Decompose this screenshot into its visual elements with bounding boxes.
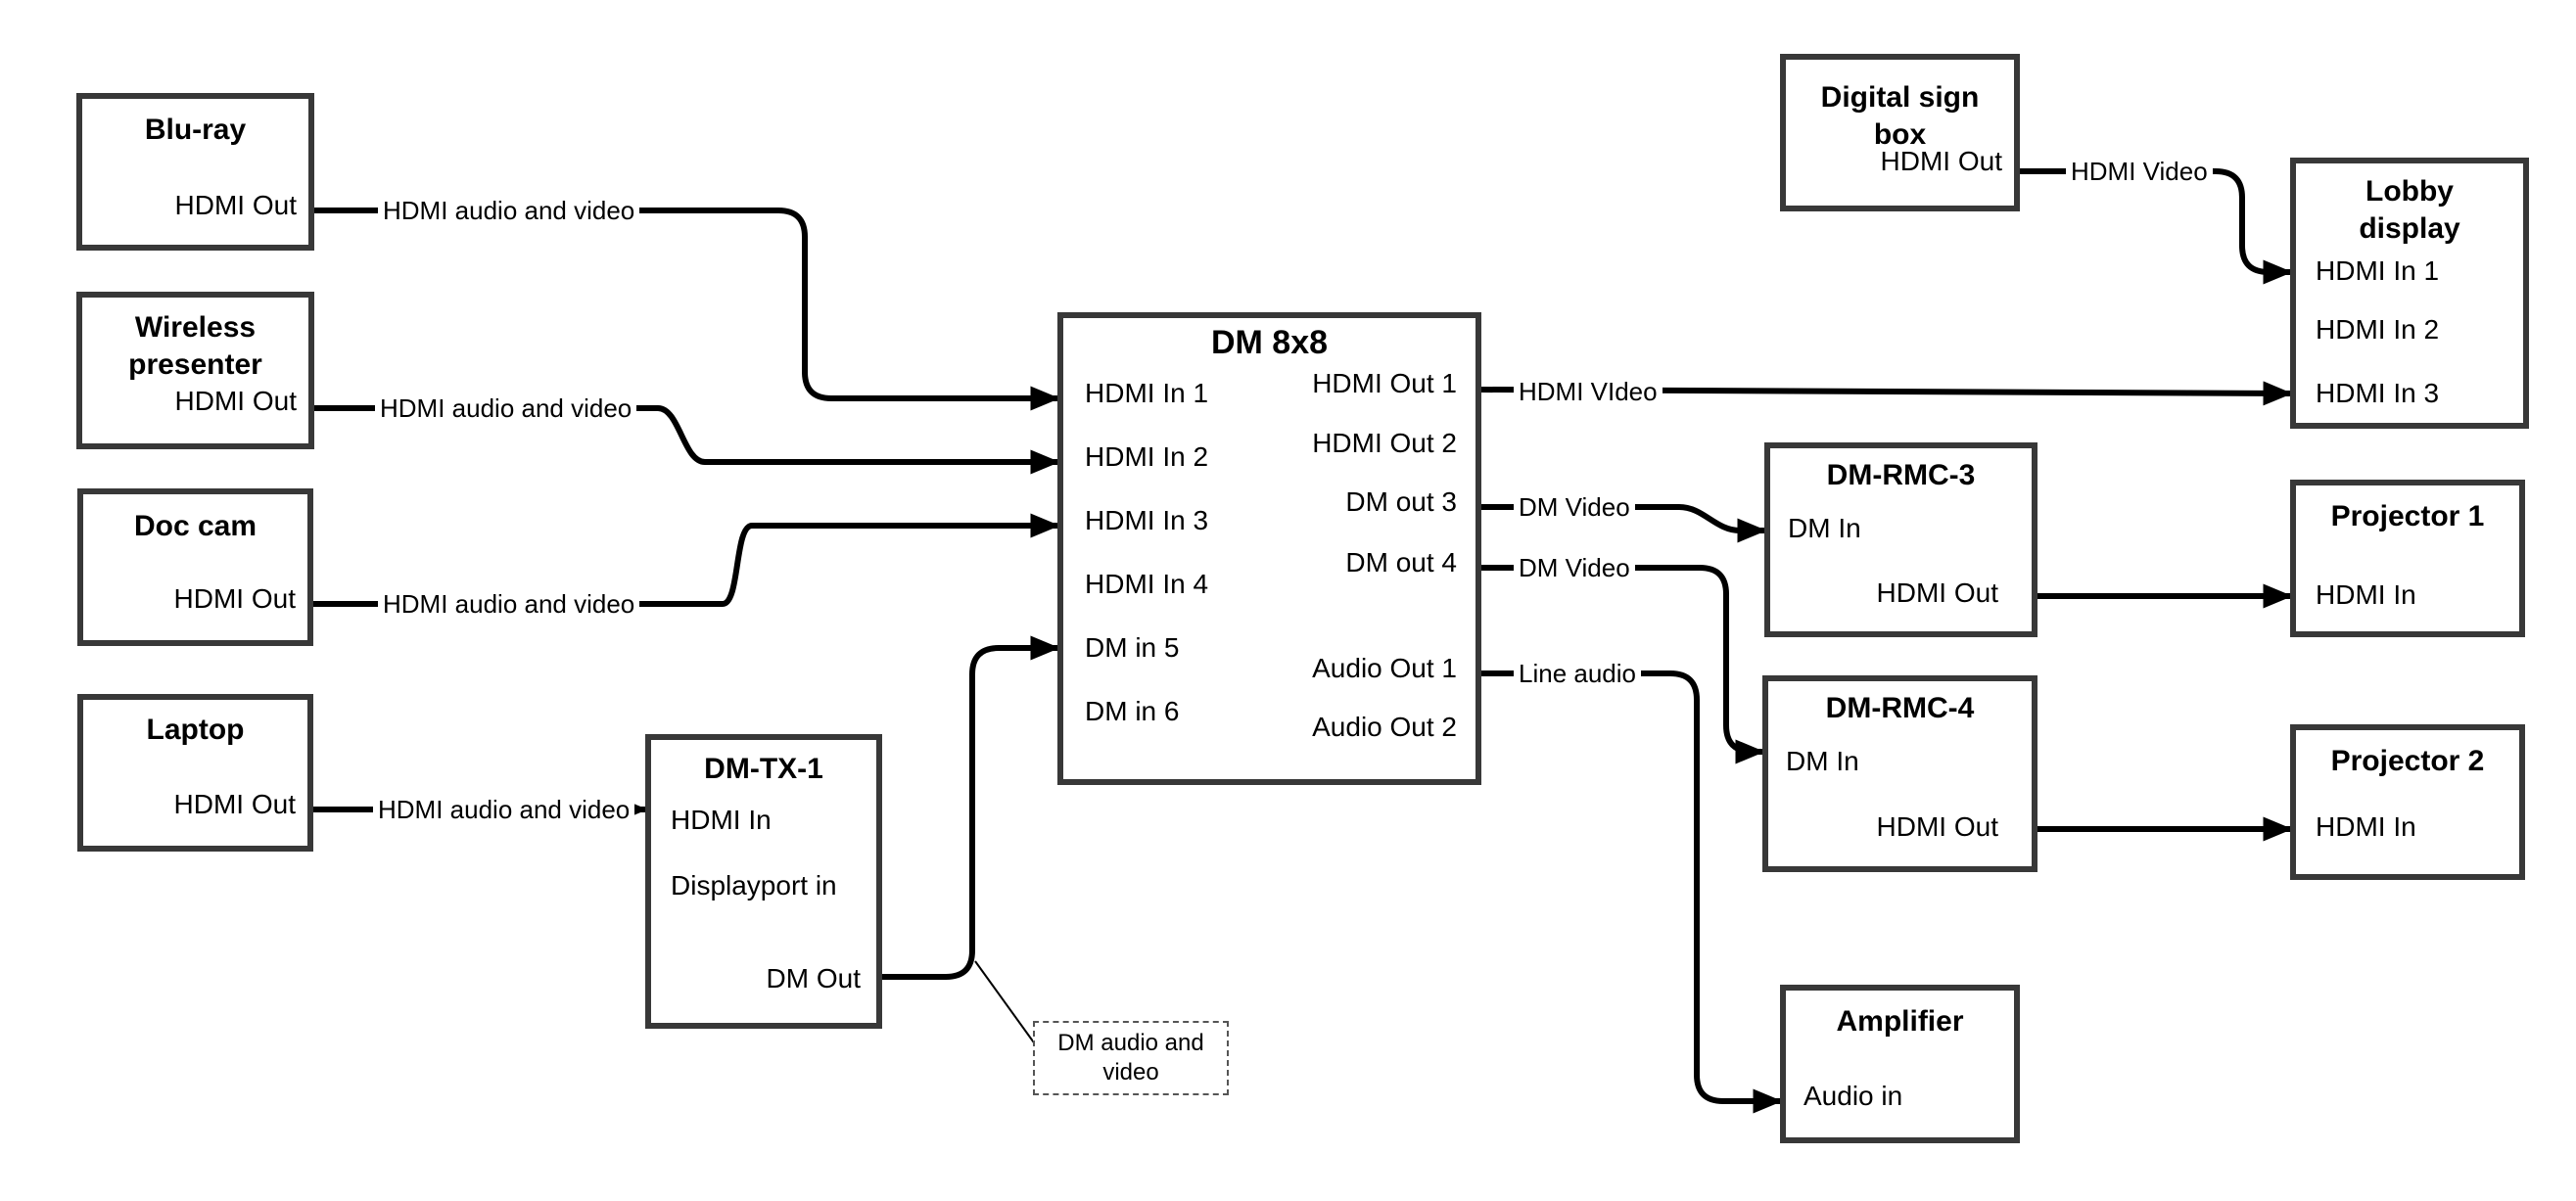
- port-projector2-hdmi-in: HDMI In: [2316, 811, 2416, 842]
- node-lobby-title-line1: Lobby: [2365, 175, 2454, 208]
- node-projector2: Projector 2 HDMI In: [2290, 724, 2525, 880]
- port-dmrmc3-hdmi-out: HDMI Out: [1876, 577, 1998, 608]
- wire-dmtx1-dmout-to-dm8x8-in5: [879, 635, 1060, 980]
- port-dm8x8-hdmi-out-1: HDMI Out 1: [1312, 368, 1457, 398]
- node-digital-sign-title: Digital sign box: [1786, 79, 2014, 154]
- port-dmrmc4-dm-in: DM In: [1786, 746, 1859, 776]
- wire-label-doccam: HDMI audio and video: [378, 588, 640, 620]
- port-amplifier-audio-in: Audio in: [1803, 1081, 1903, 1111]
- node-projector1: Projector 1 HDMI In: [2290, 480, 2525, 637]
- node-lobby-title-line2: display: [2359, 212, 2460, 245]
- node-dmrmc3: DM-RMC-3 DM In HDMI Out: [1764, 442, 2037, 637]
- port-lobby-hdmi-in-1: HDMI In 1: [2316, 255, 2440, 286]
- node-dmrmc3-title-text: DM-RMC-3: [1826, 459, 1976, 491]
- wire-bluray-to-dm8x8-in1: [313, 208, 1060, 411]
- node-lobby-title: Lobby display: [2296, 173, 2523, 248]
- node-projector2-title: Projector 2: [2296, 743, 2519, 780]
- wire-label-wireless: HDMI audio and video: [375, 393, 637, 424]
- wire-label-digital-sign: HDMI Video: [2066, 156, 2213, 187]
- node-laptop: Laptop HDMI Out: [77, 694, 313, 852]
- port-dm8x8-dm-in-5: DM in 5: [1085, 632, 1180, 663]
- node-bluray: Blu-ray HDMI Out: [76, 93, 314, 251]
- port-dm8x8-dm-in-6: DM in 6: [1085, 696, 1180, 726]
- node-lobby-display: Lobby display HDMI In 1 HDMI In 2 HDMI I…: [2290, 158, 2529, 429]
- port-dm8x8-hdmi-out-2: HDMI Out 2: [1312, 428, 1457, 458]
- node-wireless-title-line2: presenter: [128, 348, 262, 381]
- node-dmrmc4-title: DM-RMC-4: [1768, 690, 2032, 727]
- wire-dm8x8-out3-to-dmrmc3: [1480, 504, 1767, 543]
- node-projector2-title-text: Projector 2: [2330, 745, 2485, 777]
- callout-text-line2: video: [1102, 1059, 1159, 1086]
- node-dm8x8-title: DM 8x8: [1063, 323, 1475, 362]
- node-digital-sign-title-line1: Digital sign: [1820, 81, 1980, 114]
- node-amplifier-title-text: Amplifier: [1836, 1005, 1964, 1038]
- node-bluray-title: Blu-ray: [82, 112, 308, 149]
- node-doccam-title-text: Doc cam: [133, 510, 258, 542]
- wire-label-hdmi-out1: HDMI VIdeo: [1514, 376, 1663, 407]
- port-laptop-hdmi-out: HDMI Out: [173, 789, 296, 819]
- port-dm8x8-dm-out-3: DM out 3: [1345, 486, 1457, 517]
- node-dm8x8-title-text: DM 8x8: [1210, 324, 1329, 361]
- port-lobby-hdmi-in-3: HDMI In 3: [2316, 378, 2440, 408]
- wire-digitalsign-to-lobby-in1: [2019, 168, 2293, 285]
- port-dmtx1-displayport-in: Displayport in: [671, 870, 837, 901]
- node-laptop-title-text: Laptop: [146, 714, 245, 746]
- port-bluray-hdmi-out: HDMI Out: [174, 190, 297, 220]
- node-laptop-title: Laptop: [83, 712, 307, 749]
- node-dmtx1-title: DM-TX-1: [651, 751, 876, 788]
- port-dm8x8-audio-out-2: Audio Out 2: [1312, 712, 1457, 742]
- callout-dm-audio-video: DM audio and video: [1033, 1021, 1229, 1095]
- port-digital-sign-hdmi-out: HDMI Out: [1880, 146, 2002, 176]
- node-digital-sign-title-line2: box: [1873, 118, 1927, 151]
- port-dm8x8-hdmi-in-4: HDMI In 4: [1085, 569, 1209, 599]
- node-wireless-title: Wireless presenter: [82, 309, 308, 384]
- wire-label-dm-out4: DM Video: [1514, 552, 1635, 583]
- port-dmrmc4-hdmi-out: HDMI Out: [1876, 811, 1998, 842]
- port-wireless-hdmi-out: HDMI Out: [174, 386, 297, 416]
- node-doccam: Doc cam HDMI Out: [77, 488, 313, 646]
- port-dm8x8-dm-out-4: DM out 4: [1345, 547, 1457, 577]
- node-projector1-title: Projector 1: [2296, 498, 2519, 535]
- port-doccam-hdmi-out: HDMI Out: [173, 583, 296, 614]
- node-bluray-title-text: Blu-ray: [144, 114, 247, 146]
- port-dmtx1-dm-out: DM Out: [766, 963, 861, 993]
- node-wireless-title-line1: Wireless: [134, 311, 257, 344]
- port-projector1-hdmi-in: HDMI In: [2316, 579, 2416, 610]
- wire-wireless-to-dm8x8-in2: [313, 405, 1060, 475]
- node-digital-sign-box: Digital sign box HDMI Out: [1780, 54, 2020, 211]
- node-dmrmc4-title-text: DM-RMC-4: [1825, 692, 1975, 724]
- port-dmtx1-hdmi-in: HDMI In: [671, 805, 772, 835]
- node-projector1-title-text: Projector 1: [2330, 500, 2485, 532]
- wire-label-laptop: HDMI audio and video: [373, 794, 635, 825]
- node-dmtx1-title-text: DM-TX-1: [704, 753, 823, 785]
- wire-doccam-to-dm8x8-in3: [312, 513, 1060, 607]
- port-lobby-hdmi-in-2: HDMI In 2: [2316, 314, 2440, 345]
- wire-dm8x8-out4-to-dmrmc4: [1480, 565, 1765, 764]
- node-dmrmc4: DM-RMC-4 DM In HDMI Out: [1762, 675, 2037, 872]
- port-dmrmc3-dm-in: DM In: [1788, 513, 1861, 543]
- callout-pointer-line: [974, 960, 1037, 1046]
- wire-dm8x8-audio1-to-amplifier: [1480, 670, 1783, 1114]
- node-dmtx1: DM-TX-1 HDMI In Displayport in DM Out: [645, 734, 882, 1029]
- node-dm8x8: DM 8x8 HDMI In 1 HDMI In 2 HDMI In 3 HDM…: [1057, 312, 1481, 785]
- node-amplifier: Amplifier Audio in: [1780, 985, 2020, 1143]
- node-dmrmc3-title: DM-RMC-3: [1770, 457, 2032, 494]
- wire-label-bluray: HDMI audio and video: [378, 195, 640, 226]
- node-amplifier-title: Amplifier: [1786, 1003, 2014, 1040]
- port-dm8x8-audio-out-1: Audio Out 1: [1312, 653, 1457, 683]
- wire-label-dm-out3: DM Video: [1514, 491, 1635, 523]
- node-wireless-presenter: Wireless presenter HDMI Out: [76, 292, 314, 449]
- port-dm8x8-hdmi-in-3: HDMI In 3: [1085, 505, 1209, 535]
- callout-text-line1: DM audio and: [1057, 1030, 1204, 1056]
- wire-label-audio-out1: Line audio: [1514, 658, 1641, 689]
- port-dm8x8-hdmi-in-1: HDMI In 1: [1085, 378, 1209, 408]
- port-dm8x8-hdmi-in-2: HDMI In 2: [1085, 441, 1209, 472]
- node-doccam-title: Doc cam: [83, 508, 307, 545]
